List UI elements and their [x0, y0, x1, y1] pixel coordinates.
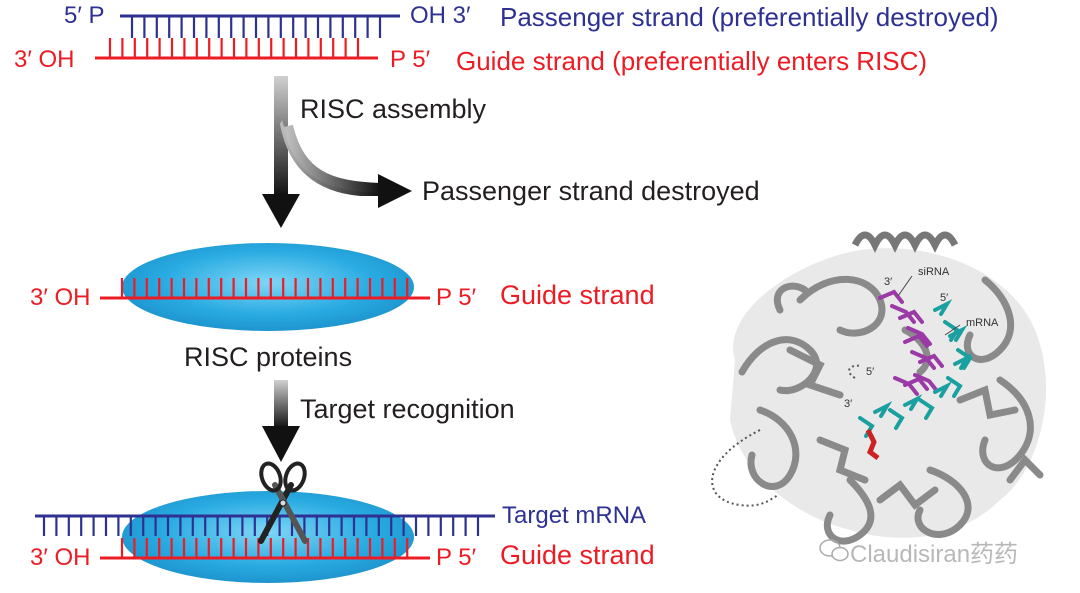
guide-strand-top-bases [108, 38, 360, 58]
mrna-base-model [918, 398, 935, 420]
structure-3p-mid-label: 3′ [844, 398, 853, 410]
cleavage-guide-3p-label: 3′ OH [30, 544, 91, 571]
passenger-destroyed-label: Passenger strand destroyed [422, 176, 760, 206]
guide-strand-top [95, 38, 378, 60]
risc-guide-strand-label: Guide strand [500, 280, 655, 310]
sirna-base-model [918, 353, 944, 368]
protein-ribbon [738, 336, 820, 395]
guide-strand-label: Guide strand (preferentially enters RISC… [456, 46, 928, 76]
passenger-strand [120, 14, 400, 38]
passenger-strand-bases [130, 16, 382, 38]
risc-crystal-structure [711, 231, 1047, 545]
risc-proteins-label: RISC proteins [184, 342, 353, 372]
mrna-structure-label: mRNA [966, 317, 999, 329]
protein-ribbon [823, 476, 875, 545]
protein-ribbon [901, 326, 931, 376]
mrna-base-model [933, 381, 953, 398]
risc-assembly-arrow [262, 76, 300, 228]
passenger-3p-label: OH 3′ [410, 2, 471, 29]
passenger-strand-label: Passenger strand (preferentially destroy… [500, 2, 999, 32]
sirna-base-model [893, 376, 919, 396]
risc-protein-ellipse [122, 243, 414, 331]
mrna-base-model [933, 299, 953, 316]
sirna-base-model [903, 333, 929, 348]
protein-ribbon [914, 466, 972, 538]
cleavage-guide-5p-label: P 5′ [436, 544, 477, 571]
sirna-base-model [898, 309, 924, 324]
target-recognition-arrow [262, 380, 300, 462]
guide-strand-risc [100, 278, 430, 300]
protein-ribbon [1006, 454, 1044, 484]
guide-strand-bottom-bases [120, 538, 409, 558]
target-mrna-strand [35, 514, 495, 536]
risc-complex-cleavage [122, 491, 414, 583]
sirna-base-model [906, 326, 932, 346]
protein-ribbon [963, 276, 1015, 363]
risc-guide-3p-label: 3′ OH [30, 284, 91, 311]
protein-ribbon [876, 480, 939, 510]
mrna-strand-model [858, 299, 973, 438]
sirna-base-model [878, 289, 904, 304]
guide-strand-risc-bases [120, 278, 409, 298]
guide-strand-bottom [100, 538, 430, 560]
protein-ribbon [747, 406, 800, 490]
protein-ribbon [956, 385, 1019, 420]
protein-ribbon [774, 282, 809, 314]
scissors-icon [258, 461, 308, 544]
mrna-base-model [946, 376, 963, 398]
risc-guide-5p-label: P 5′ [436, 284, 477, 311]
protein-ribbon [786, 346, 844, 399]
sirna-base-model [890, 304, 916, 324]
mrna-base-model [953, 353, 973, 370]
mrna-base-model [903, 394, 923, 411]
target-mrna-label: Target mRNA [502, 502, 647, 529]
cleavage-guide-strand-label: Guide strand [500, 540, 655, 570]
wechat-watermark-icon [819, 539, 849, 562]
structure-5p-top-label: 5′ [940, 292, 949, 304]
risc-assembly-label: RISC assembly [300, 94, 487, 124]
protein-ribbon [816, 436, 869, 484]
structure-3p-top-label: 3′ [884, 276, 893, 288]
watermark-text: Claudisiran药药 [850, 541, 1019, 568]
passenger-5p-label: 5′ P [64, 2, 105, 29]
guide-5p-label: P 5′ [390, 46, 431, 73]
guide-3p-label: 3′ OH [14, 46, 75, 73]
sirna-structure-label: siRNA [918, 266, 950, 278]
passenger-destroyed-arrow [280, 120, 412, 208]
mrna-base-model [888, 408, 905, 430]
target-mrna-bases [42, 516, 480, 536]
mrna-base-model [873, 401, 893, 418]
mrna-base-model [948, 325, 968, 342]
target-recognition-label: Target recognition [300, 394, 515, 424]
sirna-strand-model [878, 289, 944, 396]
protein-ribbon [979, 376, 1034, 472]
structure-5p-mid-label: 5′ [866, 366, 875, 378]
mrna-base-model [956, 348, 973, 370]
